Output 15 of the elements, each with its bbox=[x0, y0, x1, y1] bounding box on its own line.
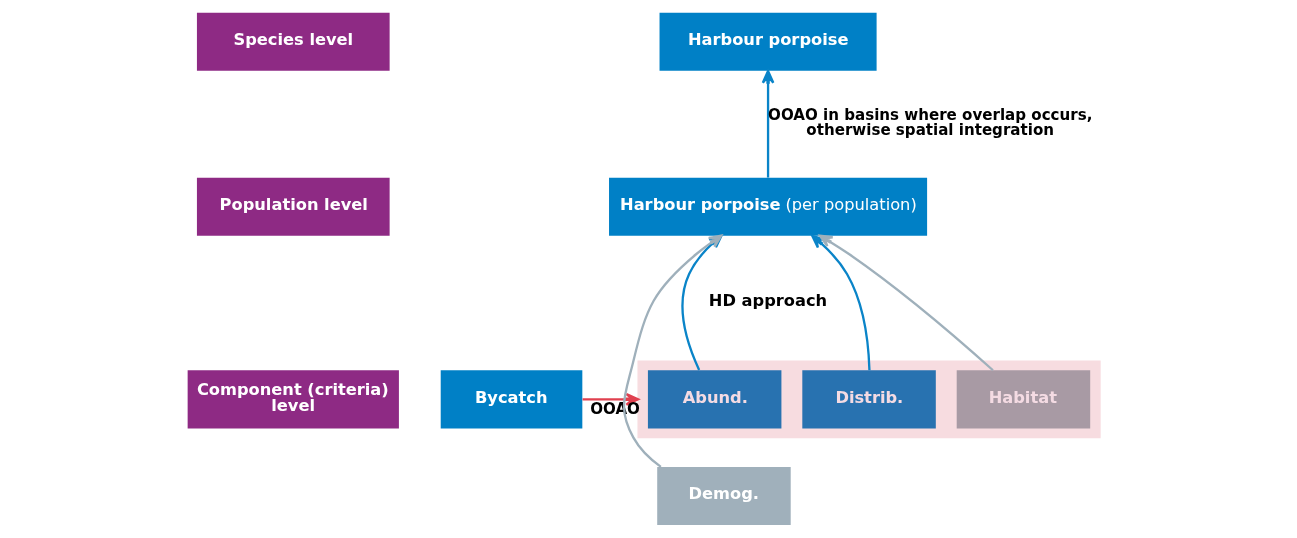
node-box: Bycatch bbox=[440, 370, 583, 429]
label: HD approach bbox=[708, 291, 828, 311]
edge-label: OOAO bbox=[590, 399, 640, 418]
node-box: Demog. bbox=[657, 466, 791, 525]
node-box: Harbour porpoise bbox=[659, 12, 877, 71]
cluster bbox=[637, 360, 1101, 439]
arrow bbox=[761, 69, 775, 178]
node-box: Population level bbox=[196, 177, 390, 236]
node-box: Habitat bbox=[956, 370, 1091, 429]
node-box: Abund. bbox=[647, 370, 782, 429]
node-box: Component (criteria) level bbox=[187, 370, 399, 429]
node-box: Species level bbox=[196, 12, 390, 71]
node-box: Harbour porpoise (per population) bbox=[609, 177, 928, 236]
node-box: Distrib. bbox=[802, 370, 936, 429]
arrow bbox=[818, 234, 994, 372]
